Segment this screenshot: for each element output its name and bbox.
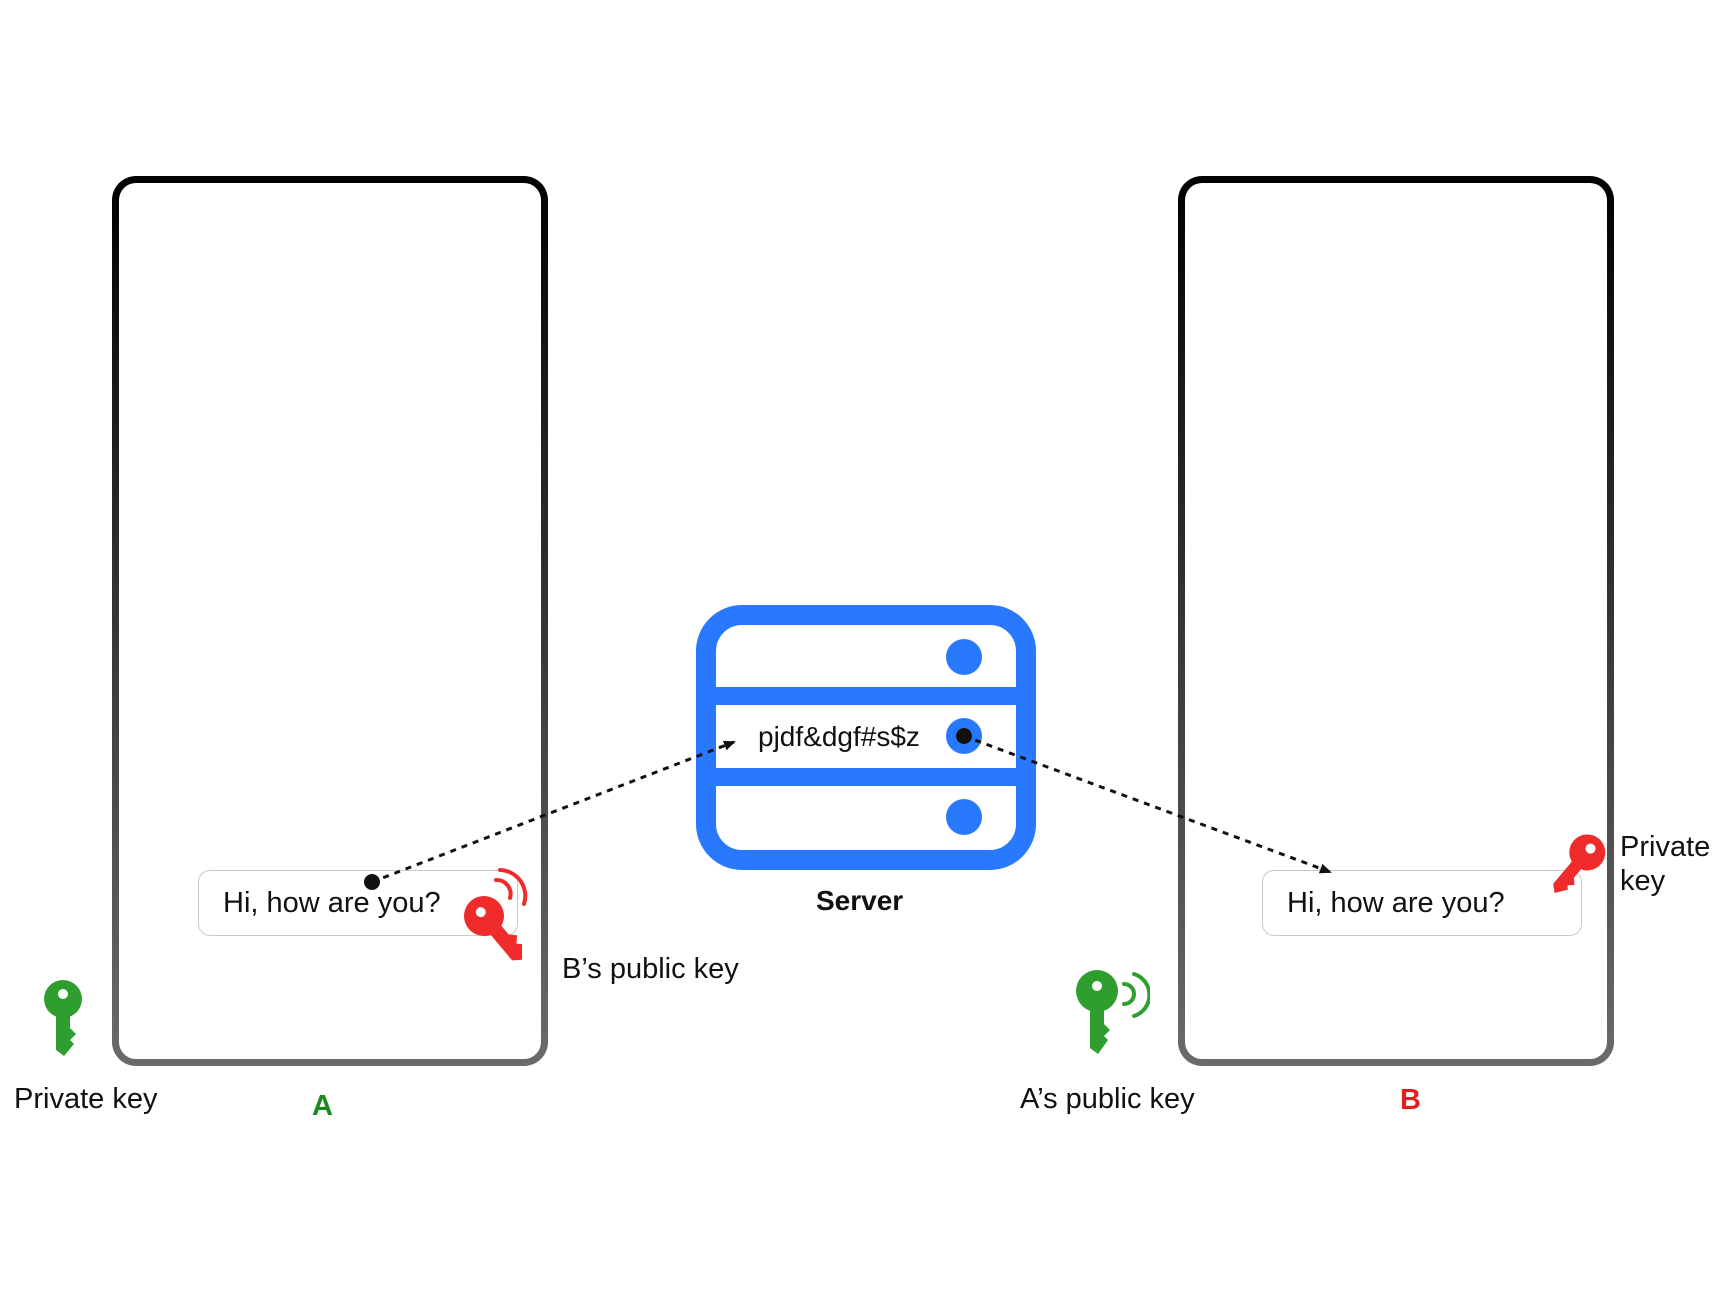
private-key-label-b-line2: key	[1620, 865, 1666, 897]
message-bubble-b: Hi, how are you?	[1262, 870, 1582, 936]
key-icon	[1553, 834, 1606, 893]
device-b-label: B	[1400, 1084, 1421, 1116]
server-label: Server	[816, 885, 904, 916]
public-key-label-a: A’s public key	[1020, 1083, 1195, 1115]
private-key-label-b-line1: Private	[1620, 831, 1711, 863]
broadcast-waves-icon	[1122, 972, 1150, 1018]
key-icon	[44, 980, 82, 1056]
server-icon	[696, 605, 1036, 870]
ciphertext: pjdf&dgf#s$z	[758, 721, 920, 752]
broadcast-waves-icon	[494, 868, 528, 906]
arrow-server-to-b	[956, 728, 1332, 874]
private-key-label-a: Private key	[14, 1083, 158, 1115]
key-icon	[1076, 970, 1118, 1054]
key-icon	[464, 896, 523, 961]
device-a-label: A	[312, 1090, 333, 1122]
message-bubble-a: Hi, how are you?	[198, 870, 518, 936]
arrow-a-to-server	[364, 740, 736, 890]
public-key-label-b: B’s public key	[562, 953, 739, 985]
